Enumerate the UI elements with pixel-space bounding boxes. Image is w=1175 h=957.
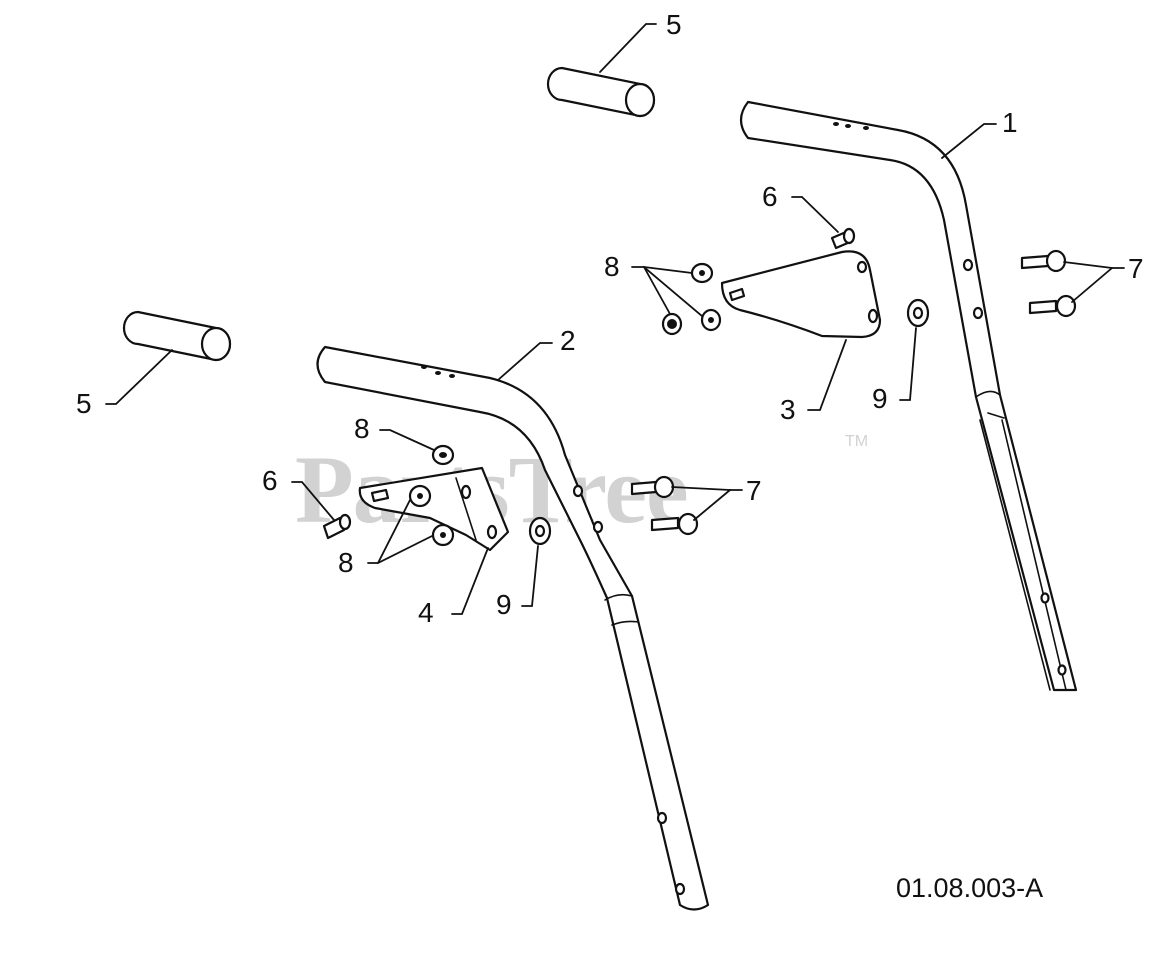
callout-1: 1 xyxy=(1002,107,1018,138)
callout-6-right: 6 xyxy=(762,181,778,212)
callout-3: 3 xyxy=(780,394,796,425)
handle-right[interactable] xyxy=(739,100,1078,692)
carriage-bolts-left[interactable] xyxy=(630,475,699,536)
nuts-left[interactable] xyxy=(408,444,455,547)
bolt-right[interactable] xyxy=(830,227,856,250)
grip-lower[interactable] xyxy=(122,310,232,362)
callout-5-upper: 5 xyxy=(666,9,682,40)
bolt-left[interactable] xyxy=(322,513,352,540)
drawing-code: 01.08.003-A xyxy=(896,873,1043,903)
handle-left[interactable] xyxy=(316,345,710,911)
callout-8-left-lower: 8 xyxy=(338,547,354,578)
bracket-right[interactable] xyxy=(720,250,882,339)
callout-9-left: 9 xyxy=(496,589,512,620)
callout-7-left: 7 xyxy=(746,475,762,506)
washer-left[interactable] xyxy=(528,516,552,546)
callout-8-left-upper: 8 xyxy=(354,413,370,444)
callout-6-left: 6 xyxy=(262,465,278,496)
callout-8-right: 8 xyxy=(604,251,620,282)
carriage-bolts-right[interactable] xyxy=(1020,249,1077,318)
grip-upper[interactable] xyxy=(546,66,656,118)
washer-right[interactable] xyxy=(906,298,930,328)
callout-9-right: 9 xyxy=(872,383,888,414)
watermark-trademark: TM xyxy=(845,433,868,450)
nuts-right[interactable] xyxy=(661,262,722,336)
bracket-left[interactable] xyxy=(358,466,510,552)
callout-2: 2 xyxy=(560,325,576,356)
callouts: 1 2 3 4 5 5 6 6 7 7 8 8 8 9 9 xyxy=(76,9,1144,628)
callout-5-lower: 5 xyxy=(76,388,92,419)
leader-lines xyxy=(105,23,1125,615)
callout-7-right: 7 xyxy=(1128,253,1144,284)
callout-4: 4 xyxy=(418,597,434,628)
